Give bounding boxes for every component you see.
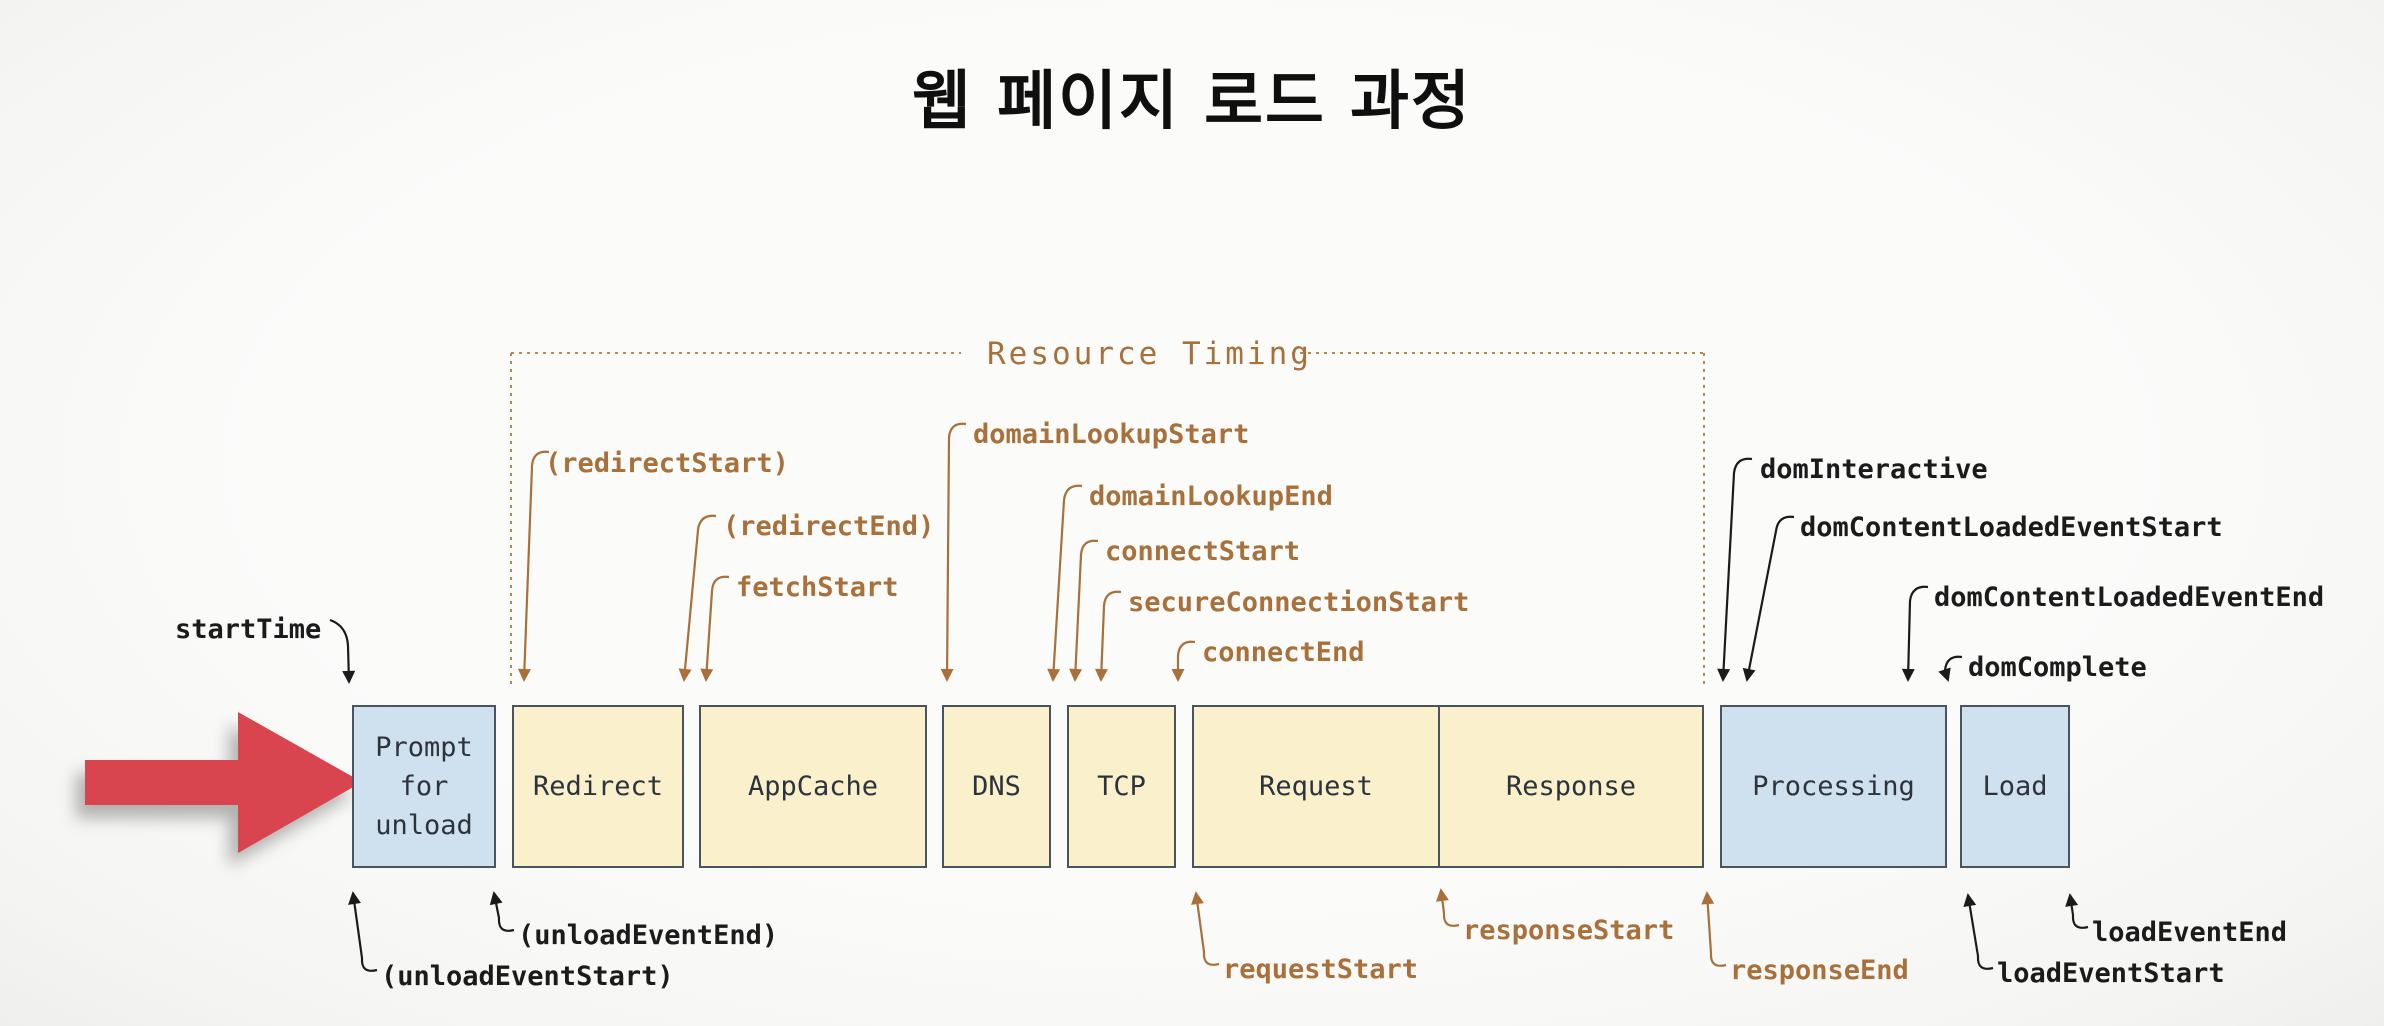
arrow-dom-content-loaded-event-start [1742,515,1795,682]
arrow-unload-event-start [348,891,378,972]
phase-label: DNS [972,770,1021,802]
phase-label: Prompt for unload [375,731,473,842]
red-arrow-shaft [85,760,240,805]
label-dom-content-loaded-event-start: domContentLoadedEventStart [1800,512,2223,543]
phase-label: Load [1982,770,2048,802]
arrow-redirect-end [678,514,717,682]
phase-box-processing: Processing [1720,705,1947,868]
label-secure-connection-start: secureConnectionStart [1128,587,1470,618]
phase-label: TCP [1097,770,1146,802]
arrow-response-end [1701,891,1727,967]
arrow-domain-lookup-end [1047,484,1083,682]
red-arrow-head [238,712,362,853]
arrow-dom-content-loaded-event-end [1901,585,1929,682]
phase-box-tcp: TCP [1067,705,1176,868]
label-load-event-start: loadEventStart [1997,958,2225,989]
label-fetch-start: fetchStart [736,572,899,603]
phase-box-redirect: Redirect [512,705,684,868]
arrow-load-event-end [2065,893,2089,929]
arrow-redirect-start [517,450,550,682]
arrow-request-start [1191,891,1220,966]
phase-box-request: Request [1194,707,1440,866]
resource-timing-label: Resource Timing [987,336,1312,372]
phase-box-dns: DNS [942,705,1051,868]
label-load-event-end: loadEventEnd [2092,917,2288,948]
label-response-end: responseEnd [1730,955,1909,986]
label-connect-start: connectStart [1105,536,1301,567]
label-dom-complete: domComplete [1968,652,2147,683]
label-dom-content-loaded-event-end: domContentLoadedEventEnd [1934,582,2325,613]
phase-label: Processing [1752,770,1915,802]
arrow-load-event-start [1963,893,1994,970]
arrow-connect-end [1171,640,1196,682]
label-unload-event-start: (unloadEventStart) [381,961,674,992]
label-redirect-end: (redirectEnd) [723,511,935,542]
page-title: 웹 페이지 로드 과정 [912,65,1472,139]
arrow-dom-interactive [1717,457,1753,682]
phase-label: Response [1505,770,1637,802]
phase-label: AppCache [747,770,879,802]
arrow-fetch-start [700,575,730,682]
phase-box-response: Response [1440,707,1702,866]
label-response-start: responseStart [1463,915,1675,946]
label-request-start: requestStart [1223,954,1419,985]
red-highlight-arrow-icon [85,712,362,853]
arrow-connect-start [1069,539,1099,682]
arrow-dom-complete [1938,655,1963,682]
arrow-response-start [1435,888,1460,927]
phase-box-appcache: AppCache [699,705,927,868]
phase-box-request-response: Request Response [1192,705,1704,868]
phase-label: Redirect [532,770,664,802]
phase-box-prompt-for-unload: Prompt for unload [352,705,496,868]
phase-box-load: Load [1960,705,2070,868]
label-dom-interactive: domInteractive [1760,454,1988,485]
label-connect-end: connectEnd [1202,637,1365,668]
arrow-unload-event-end [489,891,515,932]
arrow-secure-connection-start [1094,590,1122,682]
phase-label: Request [1259,770,1373,802]
label-domain-lookup-start: domainLookupStart [973,419,1250,450]
arrow-domain-lookup-start [940,422,967,682]
arrow-start-time [329,618,356,684]
label-redirect-start: (redirectStart) [545,448,789,479]
label-domain-lookup-end: domainLookupEnd [1089,481,1333,512]
label-unload-event-end: (unloadEventEnd) [518,920,779,951]
label-start-time: startTime [175,614,322,645]
